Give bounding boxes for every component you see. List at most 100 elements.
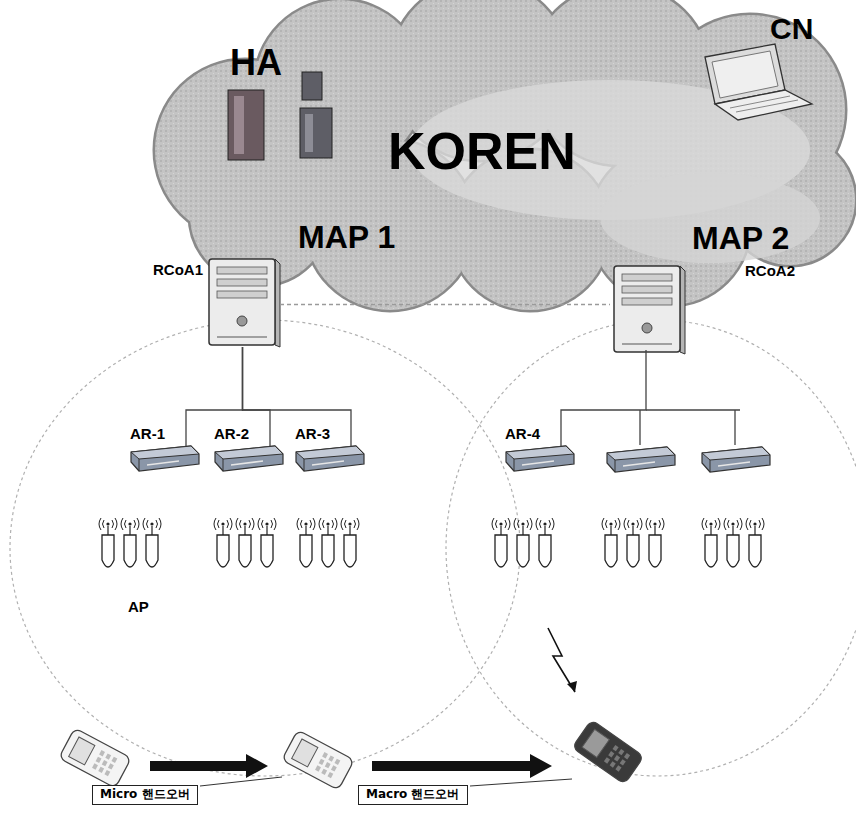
antenna-pod [146, 535, 158, 567]
router-edge [223, 459, 224, 471]
node-label: KOREN [388, 122, 576, 182]
antenna-stick [610, 526, 611, 535]
signal-dot [304, 522, 307, 525]
access-router: AR-1 [128, 425, 203, 473]
antenna-pod [539, 535, 551, 567]
handover-arrow [150, 754, 268, 778]
router-top [506, 446, 574, 459]
signal-dot [543, 522, 546, 525]
phone-key [315, 765, 321, 771]
signal-dot [326, 522, 329, 525]
server-slot [622, 344, 672, 345]
phone-body [282, 730, 354, 790]
signal-dot [709, 522, 712, 525]
wireless-link-head [567, 681, 577, 692]
phone-key [319, 759, 325, 765]
router-edge [615, 460, 616, 472]
router-body [607, 447, 675, 472]
map-link [280, 304, 610, 305]
router-body [506, 446, 574, 471]
cloud-highlight [600, 173, 820, 263]
mobile-node [572, 720, 644, 785]
server-button [642, 323, 652, 333]
antenna-pod [705, 535, 717, 567]
phone-key [325, 762, 331, 768]
router-drop [560, 425, 561, 447]
server-body [614, 266, 680, 352]
care-of-address: RCoA2 [745, 262, 795, 279]
node-label: AR-1 [130, 425, 165, 442]
phone-key [624, 753, 630, 759]
home-agent-server: HA [222, 42, 347, 167]
phone-key [99, 750, 105, 756]
access-router: AR-2 [212, 425, 287, 473]
signal-dot [631, 522, 634, 525]
router-drop [185, 425, 186, 447]
antenna-stick [266, 526, 267, 535]
router-top [296, 446, 364, 459]
signal-dot [521, 522, 524, 525]
router-light [231, 461, 263, 465]
server-tower [228, 90, 264, 160]
antenna-stick [244, 526, 245, 535]
antenna-stick [129, 526, 130, 535]
phone-key [321, 769, 327, 775]
network-link [561, 350, 646, 425]
access-router: AR-3 [293, 425, 368, 473]
node-label: HA [230, 42, 282, 83]
router-edge [304, 459, 305, 471]
router-light [147, 461, 179, 465]
access-router-icon [215, 446, 283, 471]
server-bay [622, 286, 672, 293]
server-button [237, 316, 247, 326]
phone-key [620, 759, 626, 765]
access-router-icon [296, 446, 364, 471]
antenna-pod [239, 535, 251, 567]
server-bay [217, 279, 267, 286]
phone-key [614, 755, 620, 761]
signal-dot [753, 522, 756, 525]
handover-arrow [372, 754, 552, 778]
signal-dot [609, 522, 612, 525]
antenna-stick [754, 526, 755, 535]
phone-key [613, 745, 619, 751]
phone-key [111, 757, 117, 763]
antenna-pod [749, 535, 761, 567]
mobile-node [59, 728, 131, 788]
node-label: AR-4 [505, 425, 540, 442]
signal-dot [265, 522, 268, 525]
server-tower-face [234, 96, 244, 154]
antenna-stick [305, 526, 306, 535]
access-point-group [492, 518, 554, 567]
node-label: MAP 1 [298, 219, 395, 256]
antenna-pod [517, 535, 529, 567]
signal-dot [243, 522, 246, 525]
antenna-stick [222, 526, 223, 535]
phone-body [572, 720, 644, 785]
phone-key [328, 755, 334, 761]
router-body [131, 446, 199, 471]
antenna-pod [124, 535, 136, 567]
phone-screen [292, 739, 318, 767]
node-label: Micro 핸드오버 [100, 788, 190, 802]
antenna-pod [344, 535, 356, 567]
phone-key [331, 765, 337, 771]
signal-dot [106, 522, 109, 525]
antenna-pod [495, 535, 507, 567]
handover-label: Micro 핸드오버 [92, 785, 198, 805]
antenna-stick [732, 526, 733, 535]
antenna-stick [710, 526, 711, 535]
phone-body [59, 728, 131, 788]
signal-dot [128, 522, 131, 525]
router-edge [139, 459, 140, 471]
server-bay [622, 274, 672, 281]
phone-key [334, 759, 340, 765]
antenna-stick [522, 526, 523, 535]
router-light [522, 461, 554, 465]
router-top [702, 447, 770, 460]
correspondent-node: CN [690, 12, 830, 127]
antenna-pod [649, 535, 661, 567]
router-top [131, 446, 199, 459]
